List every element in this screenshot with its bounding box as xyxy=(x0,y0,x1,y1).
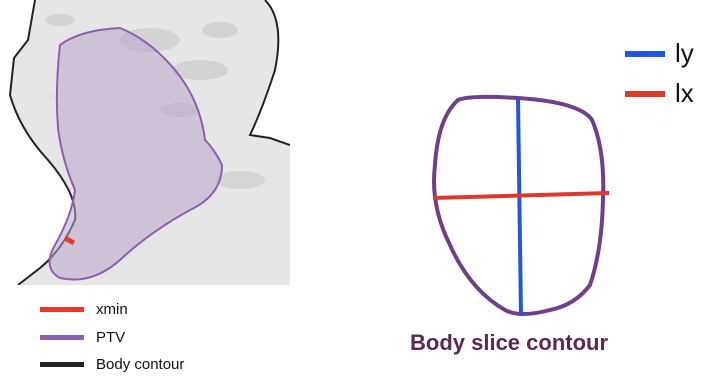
legend-label-lx: lx xyxy=(675,78,694,109)
ly-swatch xyxy=(625,51,665,57)
lx-swatch xyxy=(625,91,665,97)
legend-label-ly: ly xyxy=(675,38,694,69)
legend-item-ly: ly xyxy=(625,38,694,69)
body-slice-caption: Body slice contour xyxy=(410,330,608,356)
legend-item-lx: lx xyxy=(625,78,694,109)
